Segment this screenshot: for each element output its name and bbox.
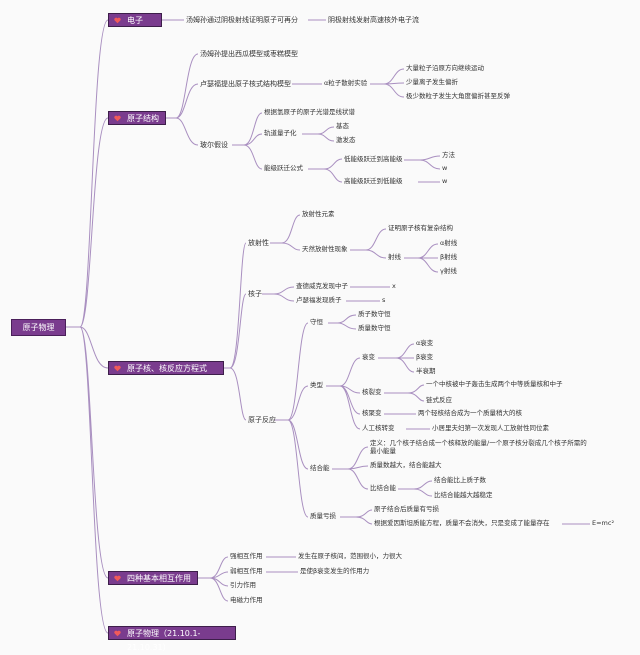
node-emc2[interactable]: E=mc² xyxy=(592,519,615,527)
node-methods[interactable]: 方法 xyxy=(442,151,455,159)
node-beta-ray[interactable]: β射线 xyxy=(440,253,458,261)
branch-nucleus-label: 原子核、核反应方程式 xyxy=(127,364,207,373)
node-thomson-cathode[interactable]: 汤姆孙通过阴极射线证明原子可再分 xyxy=(186,16,298,24)
node-electromagnetic[interactable]: 电磁力作用 xyxy=(230,596,263,604)
branch-atom-structure[interactable]: 原子结构 xyxy=(108,111,166,125)
node-binding-energy[interactable]: 结合能 xyxy=(310,464,330,472)
node-gamma-ray[interactable]: γ射线 xyxy=(440,267,457,275)
node-specific-binding[interactable]: 比结合能 xyxy=(370,484,396,492)
node-radioactive-element[interactable]: 放射性元素 xyxy=(302,210,335,218)
node-cathode-ray[interactable]: 阴极射线发射高速核外电子流 xyxy=(328,16,419,24)
node-bohr[interactable]: 玻尔假设 xyxy=(200,141,228,149)
node-mass-deficit[interactable]: 质量亏损 xyxy=(310,512,336,520)
node-specific-binding-1[interactable]: 结合能比上质子数 xyxy=(434,476,486,484)
heart-icon xyxy=(114,17,121,24)
node-thomson-model[interactable]: 汤姆孙提出西瓜模型或枣糕模型 xyxy=(200,50,298,58)
node-half-life[interactable]: 半衰期 xyxy=(416,367,436,375)
node-gravity[interactable]: 引力作用 xyxy=(230,581,256,589)
heart-icon xyxy=(114,115,121,122)
node-w2[interactable]: w xyxy=(442,177,448,185)
node-artificial-detail[interactable]: 小居里夫妇第一次发现人工放射性同位素 xyxy=(432,424,549,432)
node-beta-decay[interactable]: β衰变 xyxy=(416,353,434,361)
node-alpha-result-1[interactable]: 大量粒子沿原方向继续运动 xyxy=(406,64,484,72)
node-proton-conservation[interactable]: 质子数守恒 xyxy=(358,310,391,318)
node-nuclear-reaction[interactable]: 原子反应 xyxy=(248,416,276,424)
node-mass-deficit-1[interactable]: 原子结合后质量有亏损 xyxy=(374,505,439,513)
node-natural-radioactivity[interactable]: 天然放射性现象 xyxy=(302,245,348,253)
node-rays[interactable]: 射线 xyxy=(388,253,401,261)
node-mass-conservation[interactable]: 质量数守恒 xyxy=(358,324,391,332)
node-rutherford-model[interactable]: 卢瑟福提出原子核式结构模型 xyxy=(200,80,291,88)
node-alpha-decay[interactable]: α衰变 xyxy=(416,339,434,347)
node-fusion-detail[interactable]: 两个轻核结合成为一个质量稍大的核 xyxy=(418,409,522,417)
branch-forces[interactable]: 四种基本相互作用 xyxy=(108,571,198,585)
node-high-to-low[interactable]: 高能级跃迁到低能级 xyxy=(344,177,403,185)
node-strong-detail[interactable]: 发生在原子核间，范围很小，力很大 xyxy=(298,552,402,560)
node-orbit-quantization[interactable]: 轨道量子化 xyxy=(264,129,297,137)
node-rutherford-proton[interactable]: 卢瑟福发现质子 xyxy=(296,296,342,304)
node-artificial-transmutation[interactable]: 人工核转变 xyxy=(362,424,395,432)
heart-icon xyxy=(114,365,121,372)
node-chain-reaction[interactable]: 链式反应 xyxy=(426,396,452,404)
node-alpha-scattering[interactable]: α粒子散射实验 xyxy=(324,79,368,87)
node-conservation[interactable]: 守恒 xyxy=(310,318,323,326)
node-alpha-result-3[interactable]: 极少数粒子发生大角度偏折甚至反弹 xyxy=(406,92,510,100)
node-ground-state[interactable]: 基态 xyxy=(336,122,349,130)
node-alpha-result-2[interactable]: 少量离子发生偏折 xyxy=(406,78,458,86)
node-fusion[interactable]: 核聚变 xyxy=(362,409,382,417)
node-excited-state[interactable]: 激发态 xyxy=(336,136,356,144)
node-mass-deficit-2[interactable]: 根据爱因斯坦质能方程，质量不会消失，只是变成了能量存在 xyxy=(374,519,550,527)
node-complex-structure[interactable]: 证明原子核有复杂结构 xyxy=(388,224,453,232)
root-node[interactable]: 原子物理 xyxy=(11,319,66,336)
node-fission-detail[interactable]: 一个中核被中子轰击生成两个中等质量核和中子 xyxy=(426,380,563,388)
branch-nucleus[interactable]: 原子核、核反应方程式 xyxy=(108,361,224,375)
node-mass-number-binding[interactable]: 质量数越大，结合能越大 xyxy=(370,461,442,469)
node-types[interactable]: 类型 xyxy=(310,381,323,389)
node-nucleon[interactable]: 核子 xyxy=(248,290,262,298)
node-strong-interaction[interactable]: 强相互作用 xyxy=(230,552,263,560)
branch-review[interactable]: 原子物理（21.10.1-21.10.31） xyxy=(108,626,236,652)
node-radioactivity[interactable]: 放射性 xyxy=(248,239,269,247)
branch-electron-label: 电子 xyxy=(127,16,143,25)
node-weak-interaction[interactable]: 弱相互作用 xyxy=(230,567,263,575)
node-weak-detail[interactable]: 是使β衰变发生的作用力 xyxy=(300,567,370,575)
node-s[interactable]: s xyxy=(382,296,386,304)
node-alpha-ray[interactable]: α射线 xyxy=(440,239,458,247)
node-binding-definition[interactable]: 定义：几个核子结合成一个核释放的能量/一个原子核分裂成几个核子所需的最小能量 xyxy=(370,439,587,455)
branch-electron[interactable]: 电子 xyxy=(108,13,162,27)
node-transition-formula[interactable]: 能级跃迁公式 xyxy=(264,164,303,172)
node-x[interactable]: x xyxy=(392,282,396,290)
heart-icon xyxy=(114,575,121,582)
branch-forces-label: 四种基本相互作用 xyxy=(127,574,191,583)
node-fission[interactable]: 核裂变 xyxy=(362,388,382,396)
branch-review-label: 原子物理（21.10.1-21.10.31） xyxy=(127,629,201,652)
node-w1[interactable]: w xyxy=(442,164,448,172)
node-low-to-high[interactable]: 低能级跃迁到高能级 xyxy=(344,155,403,163)
node-decay[interactable]: 衰变 xyxy=(362,353,375,361)
node-hydrogen-spectrum[interactable]: 根据氢原子的原子光谱是线状谱 xyxy=(264,108,355,116)
node-chadwick[interactable]: 查德威克发现中子 xyxy=(296,282,348,290)
heart-icon xyxy=(114,630,121,637)
branch-atom-structure-label: 原子结构 xyxy=(127,114,159,123)
node-specific-binding-2[interactable]: 比结合能越大越稳定 xyxy=(434,491,493,499)
